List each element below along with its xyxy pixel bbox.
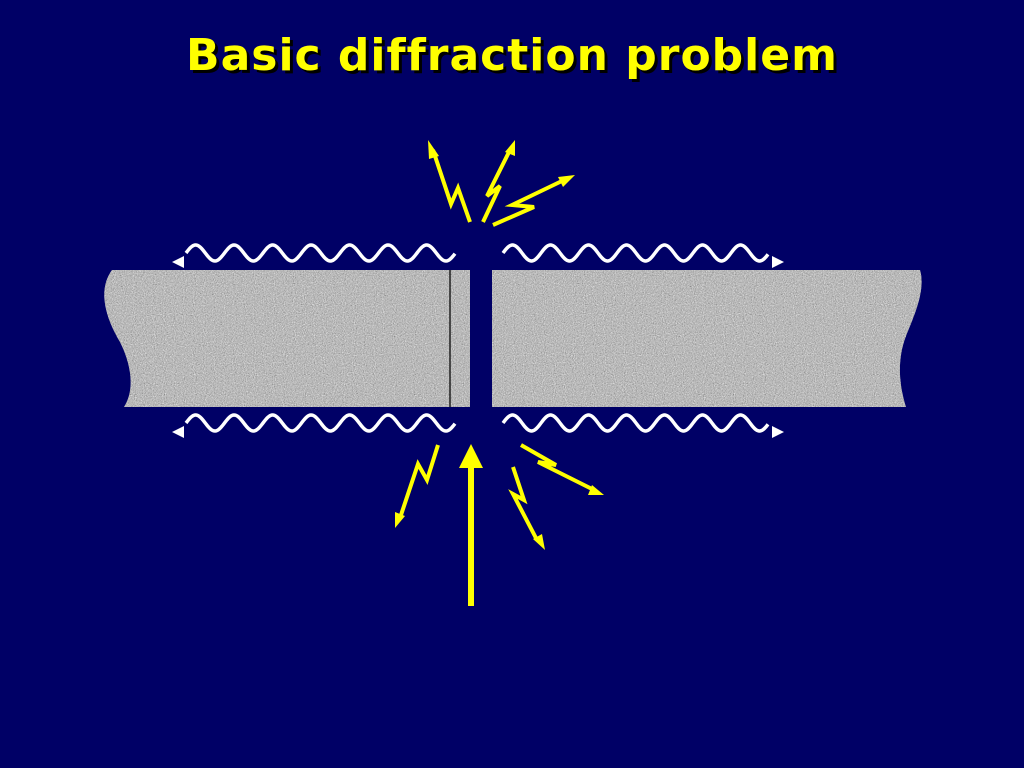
arrowhead-right-icon <box>772 426 784 438</box>
arrowhead-icon <box>505 140 515 156</box>
right-slab-texture <box>492 270 922 407</box>
surface-wave-bottom-right <box>501 413 770 433</box>
arrowhead-icon <box>395 512 405 528</box>
reflected-wave-down-left <box>398 444 440 519</box>
scattered-arrowheads <box>395 140 604 550</box>
transmitted-wave-up <box>481 149 512 223</box>
arrowhead-up-icon <box>459 444 483 468</box>
left-slab <box>104 270 470 407</box>
arrowhead-icon <box>428 140 439 159</box>
slide-title: Basic diffraction problem <box>186 30 838 81</box>
surface-wave-top-left <box>184 243 457 263</box>
arrowhead-left-icon <box>172 426 184 438</box>
arrowhead-left-icon <box>172 256 184 268</box>
surface-waves <box>184 243 770 433</box>
transmitted-wave-up-right <box>492 178 565 227</box>
arrowhead-icon <box>558 175 575 187</box>
right-slab <box>492 270 922 407</box>
reflected-wave-down-right <box>520 443 595 492</box>
arrowhead-icon <box>588 485 604 495</box>
surface-wave-top-right <box>501 243 770 263</box>
surface-wave-arrowheads <box>172 256 784 438</box>
incident-wave-arrow <box>459 444 483 606</box>
left-slab-texture <box>104 270 470 407</box>
surface-wave-bottom-left <box>184 413 457 433</box>
scattered-waves <box>398 149 595 541</box>
arrowhead-icon <box>533 534 545 550</box>
arrowhead-right-icon <box>772 256 784 268</box>
reflected-wave-down-right-steep <box>508 466 539 541</box>
transmitted-wave-up-left <box>431 149 472 223</box>
